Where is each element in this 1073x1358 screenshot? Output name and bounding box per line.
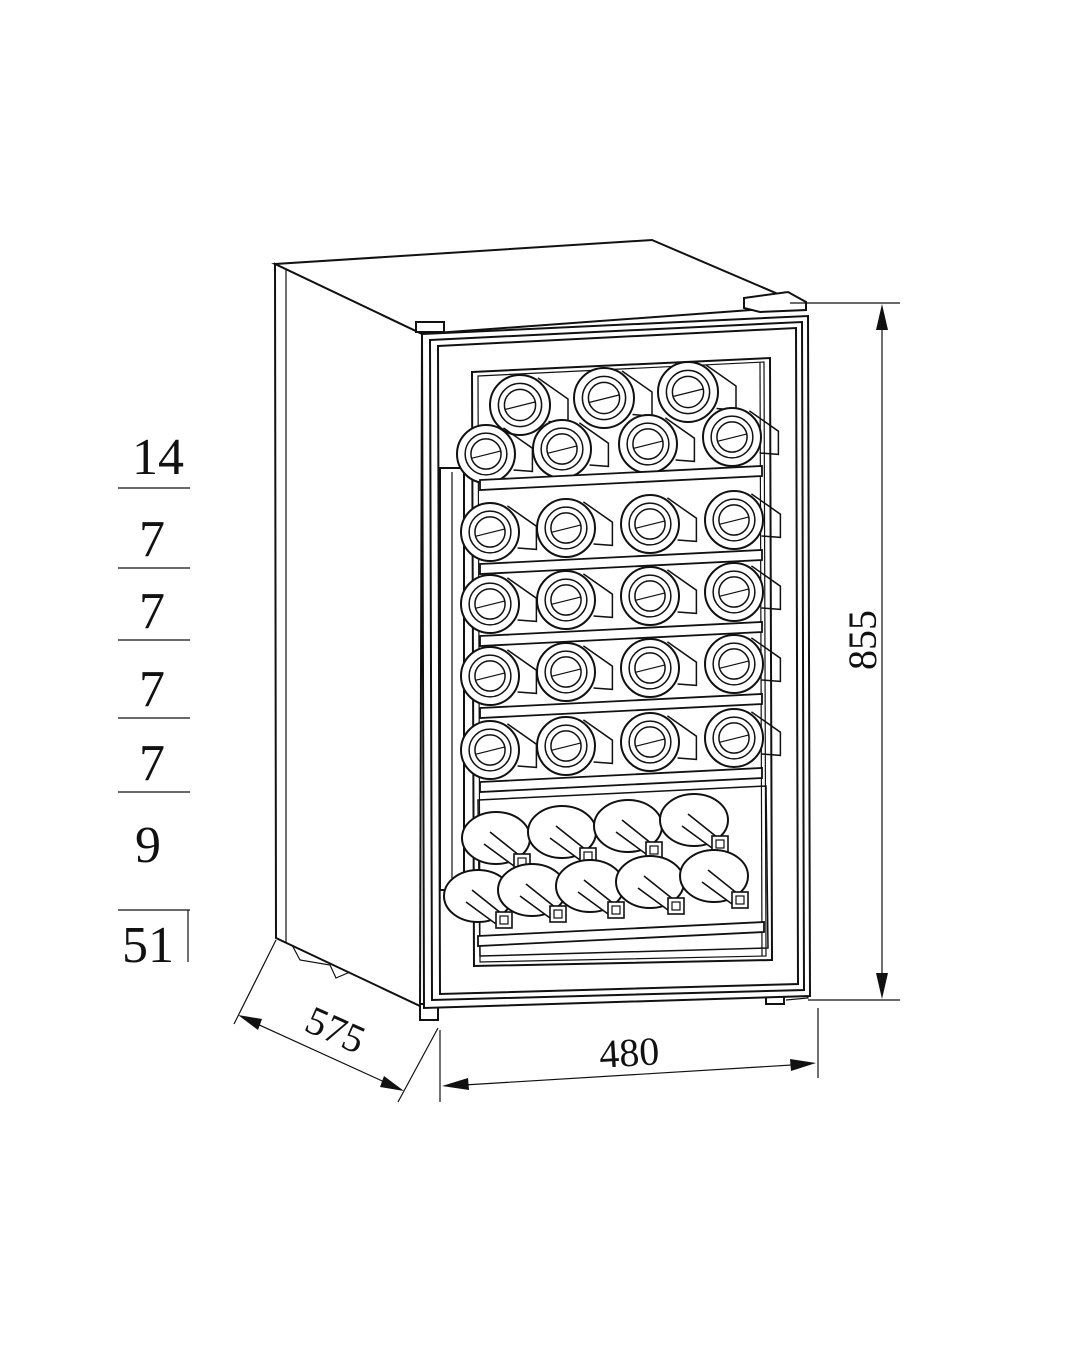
shelf-capacity-list: 14 7 7 7 7 9 51 [118, 429, 190, 974]
capacity-shelf-4: 7 [139, 661, 165, 718]
width-arrow-right [790, 1059, 816, 1071]
bin-front-rail [477, 921, 765, 947]
width-value: 480 [598, 1028, 661, 1076]
depth-value: 575 [299, 997, 372, 1063]
shelf-4 [479, 693, 763, 719]
cooler-interior [443, 361, 782, 957]
capacity-shelf-3: 7 [139, 583, 165, 640]
depth-arrow-left [238, 1015, 262, 1030]
height-value: 855 [840, 610, 885, 670]
cabinet-body [271, 238, 809, 1021]
capacity-shelf-1: 14 [132, 429, 184, 486]
depth-arrow-right [380, 1076, 404, 1091]
dimension-width: 480 [439, 1008, 819, 1102]
door-frame-inner-edge [428, 320, 806, 1002]
capacity-shelf-2: 7 [139, 511, 165, 568]
shelf-1 [479, 465, 763, 491]
height-arrow-top [876, 304, 888, 330]
capacity-shelf-6: 9 [135, 817, 161, 874]
shelf-3 [479, 621, 763, 647]
shelf-2 [479, 549, 763, 575]
top-left-hinge [415, 321, 445, 333]
height-arrow-bottom [876, 973, 888, 999]
capacity-shelf-5: 7 [139, 735, 165, 792]
rear-foot [291, 944, 351, 979]
dimension-height: 855 [790, 302, 900, 1001]
width-arrow-left [442, 1078, 469, 1090]
shelf-5 [479, 767, 763, 793]
capacity-total: 51 [122, 917, 174, 974]
cabinet-side [273, 262, 424, 1008]
top-right-hinge [743, 290, 807, 314]
